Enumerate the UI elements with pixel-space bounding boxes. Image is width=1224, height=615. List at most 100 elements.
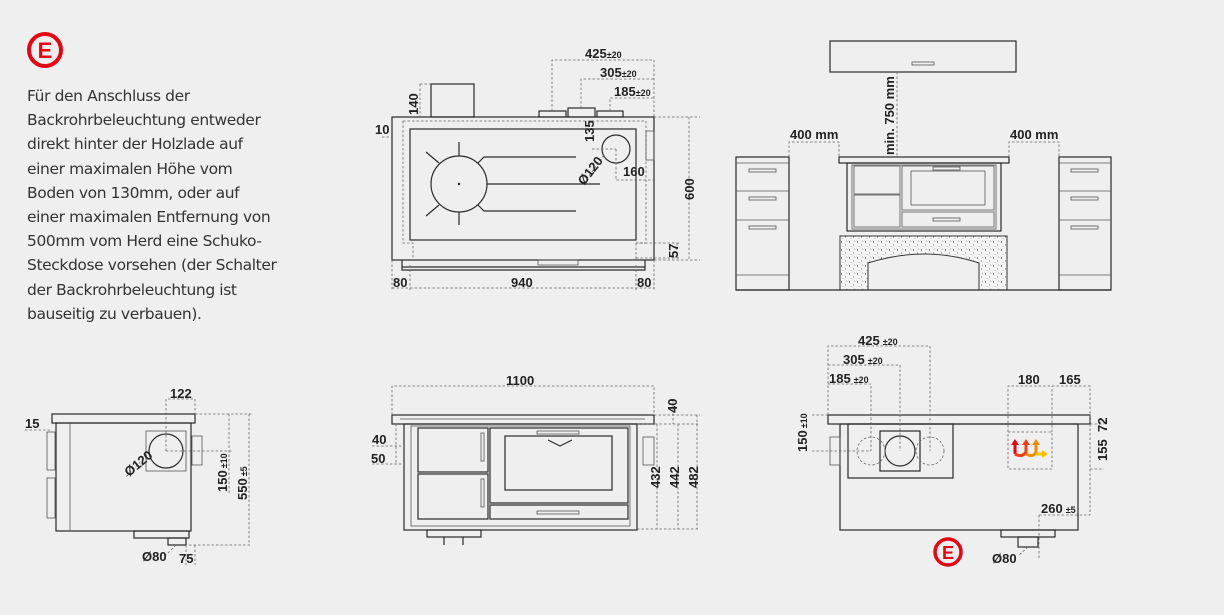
drawing-line bbox=[911, 61, 935, 66]
dimension-label: ±10 bbox=[219, 453, 229, 468]
drawing-line bbox=[1059, 162, 1111, 276]
drawing-line bbox=[1070, 225, 1099, 230]
cabinet-right bbox=[1058, 156, 1112, 291]
drawing-line bbox=[915, 436, 945, 466]
drawing-line bbox=[536, 510, 580, 515]
dim-185: 185±20 bbox=[829, 371, 869, 386]
dim-185: 185±20 bbox=[614, 84, 651, 99]
drawing-line bbox=[1014, 443, 1028, 458]
drawing-line bbox=[46, 431, 56, 471]
note-line: 500mm vom Herd eine Schuko- bbox=[27, 232, 262, 251]
back-body bbox=[839, 423, 1079, 531]
drawing-line bbox=[736, 162, 789, 276]
dimension-label: 305 bbox=[843, 352, 865, 367]
note-line: Boden von 130mm, oder auf bbox=[27, 183, 240, 202]
drawing-line bbox=[372, 385, 700, 530]
drawing-line bbox=[748, 168, 777, 173]
drawing-line bbox=[748, 225, 777, 230]
dimension-label: ±5 bbox=[1066, 505, 1076, 515]
drawing-line bbox=[536, 430, 580, 435]
dimension-label: 185 bbox=[829, 371, 851, 386]
drawing-line bbox=[932, 166, 961, 171]
drawing-line bbox=[901, 211, 995, 228]
dim-135: 135 bbox=[582, 120, 597, 142]
dimension-label: ±20 bbox=[883, 337, 898, 347]
note-line: Steckdose vorsehen (der Schalter bbox=[27, 256, 277, 275]
dim-1100: 1100 bbox=[506, 373, 534, 388]
drawing-line bbox=[853, 165, 901, 195]
drawing-line bbox=[1070, 168, 1099, 173]
stone-base bbox=[839, 235, 1008, 291]
dim-425: 425±20 bbox=[585, 46, 622, 61]
side-top-plate bbox=[51, 413, 196, 424]
electrical-connection-logo: E bbox=[27, 32, 63, 68]
drawing-line bbox=[191, 435, 203, 466]
wall-cabinet bbox=[829, 40, 1017, 73]
drawing-line bbox=[642, 436, 655, 466]
drawing-line bbox=[1000, 529, 1056, 538]
drawing-line bbox=[410, 425, 631, 527]
front-top-plate bbox=[391, 414, 655, 425]
drawing-line bbox=[910, 170, 986, 206]
dim-305: 305±20 bbox=[600, 65, 637, 80]
drawing-line bbox=[1032, 439, 1040, 445]
dimension-label: ±20 bbox=[607, 50, 622, 60]
cabinet-left bbox=[735, 156, 790, 291]
drawing-line bbox=[25, 398, 252, 565]
drawing-line bbox=[1011, 439, 1019, 445]
back-view: 425±20 305±20 185±20 180 165 150±10 72 1… bbox=[795, 333, 1110, 567]
drawing-line bbox=[401, 260, 646, 271]
drawing-line bbox=[425, 142, 600, 225]
dim-155: 155 bbox=[1095, 439, 1110, 461]
stove-top-plate bbox=[838, 156, 1010, 164]
dim-diameter-120: Ø120 bbox=[575, 154, 606, 188]
dim-80-right: 80 bbox=[637, 275, 651, 290]
drawing-line bbox=[1022, 439, 1030, 445]
top-view: 425±20 305±20 185±20 140 10 135 Ø120 160… bbox=[375, 46, 700, 290]
drawing-line bbox=[1070, 196, 1099, 201]
drawing-line bbox=[933, 537, 963, 567]
side-view: 122 15 Ø120 150±10 550±5 Ø80 75 bbox=[25, 386, 252, 566]
drawing-line bbox=[417, 427, 489, 473]
dim-150: 150±10 bbox=[795, 413, 810, 452]
back-top-plate bbox=[827, 414, 1091, 425]
dim-260: 260±5 bbox=[1041, 501, 1076, 516]
dim-15: 15 bbox=[25, 416, 39, 431]
drawing-line bbox=[788, 141, 1060, 157]
drawing-line bbox=[402, 120, 647, 260]
drawing-line bbox=[133, 530, 190, 539]
drawing-line bbox=[567, 107, 596, 118]
dimension-label: 150 bbox=[215, 470, 230, 492]
drawing-line bbox=[443, 537, 464, 545]
dim-40-left: 40 bbox=[372, 432, 386, 447]
note-line: bauseitig zu verbauen). bbox=[27, 304, 202, 323]
clearance-top: min. 750 mm bbox=[882, 76, 897, 155]
front-view: 1100 40 50 40 432 442 482 bbox=[371, 373, 701, 545]
drawing-line bbox=[645, 130, 655, 161]
drawing-line bbox=[457, 182, 461, 186]
dimension-label: 150 bbox=[795, 430, 810, 452]
dimension-label: 425 bbox=[858, 333, 880, 348]
stove-body-outline bbox=[391, 116, 655, 261]
heat-flow-icon bbox=[1011, 439, 1048, 458]
drawing-line bbox=[853, 194, 901, 228]
installation-view: min. 750 mm 400 mm 400 mm bbox=[735, 40, 1112, 291]
electrical-connection-marker: E bbox=[933, 537, 963, 567]
drawing-line bbox=[932, 217, 961, 222]
dim-180: 180 bbox=[1018, 372, 1040, 387]
dim-160: 160 bbox=[623, 164, 645, 179]
dim-diameter-80: Ø80 bbox=[992, 551, 1017, 566]
drawing-line bbox=[426, 529, 482, 538]
drawing-line bbox=[879, 430, 921, 472]
connection-note: Für den Anschluss der Backrohrbeleuchtun… bbox=[27, 84, 277, 326]
drawing-line bbox=[27, 32, 63, 68]
dimension-label: ±5 bbox=[239, 466, 249, 476]
dimension-label: 425 bbox=[585, 46, 607, 61]
dim-57: 57 bbox=[666, 244, 681, 258]
drawing-line bbox=[1025, 443, 1038, 458]
dimension-label: 260 bbox=[1041, 501, 1063, 516]
drawing-line bbox=[812, 345, 1104, 560]
note-line: Für den Anschluss der bbox=[27, 87, 190, 105]
dim-75: 75 bbox=[179, 551, 193, 566]
